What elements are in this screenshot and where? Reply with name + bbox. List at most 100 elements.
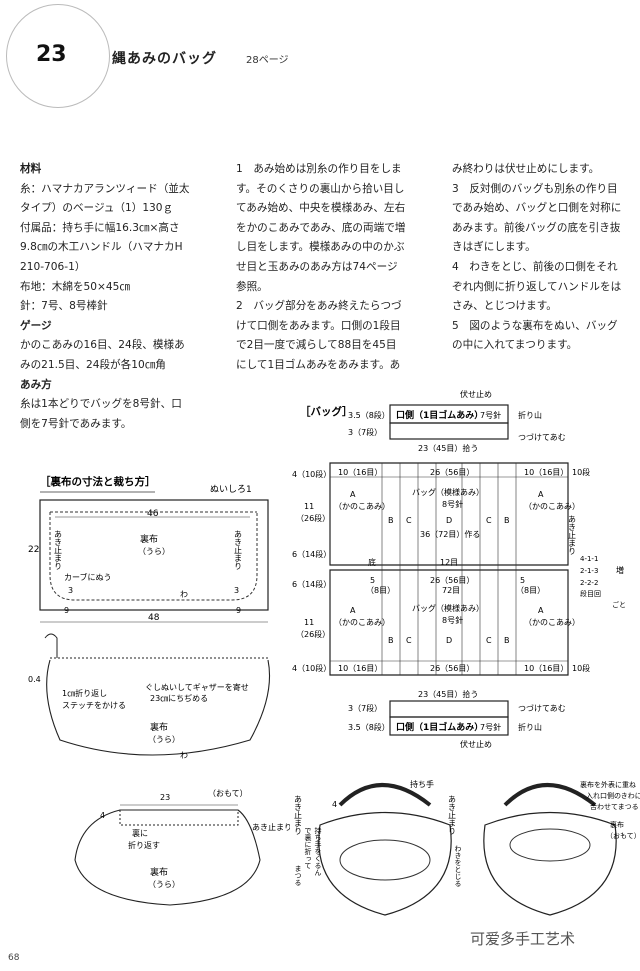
- n3-left: 3: [68, 586, 73, 595]
- instruction-line: 1 あみ始めは別糸の作り目をしま: [236, 163, 402, 175]
- materials-line: 9.8㎝の木工ハンドル（ハマナカH: [20, 241, 183, 254]
- c-bot-2: C: [486, 636, 492, 645]
- materials-line: 糸：ハマナカアランツィード（並太: [20, 182, 190, 195]
- width-48: 48: [148, 613, 160, 623]
- dan10-b: 10段: [572, 663, 590, 673]
- kanoko-left-top: （かのこあみ）: [334, 502, 390, 511]
- ura-label-2: 入れ口側のきわに: [586, 791, 640, 800]
- needle8-top: 8号針: [442, 499, 463, 509]
- mochi-text-4: まつる: [294, 865, 302, 886]
- d-top: D: [446, 516, 452, 525]
- oriyama-top: 折り山: [518, 410, 542, 420]
- height-22: 22: [28, 545, 39, 555]
- lining-label-2: 裏布: [150, 721, 168, 733]
- fold-label-2: ステッチをかける: [62, 701, 126, 710]
- ura-label-4: 裏布: [610, 820, 624, 829]
- instruction-line: 参照。: [236, 280, 268, 293]
- instruction-line: にして1目ゴムあみをあみます。あ: [236, 358, 401, 371]
- kanoko-left-bot: （かのこあみ）: [334, 618, 390, 627]
- inc2: 2-1-3: [580, 567, 598, 575]
- materials-line: かのこあみの16目、24段、模様あ: [20, 339, 185, 352]
- ura-label-3: 合わせてまつる: [590, 802, 639, 811]
- instruction-line: をかのこあみであみ、底の両端で増: [236, 221, 406, 234]
- wa-label-2: わ: [180, 751, 188, 760]
- h3-top: 3（7段）: [348, 427, 382, 437]
- w36: 36（72目）作る: [420, 529, 480, 539]
- lining-omote: （おもて）: [208, 789, 248, 798]
- akidomari-bag: あき止まり: [568, 515, 577, 555]
- n9-left: 9: [64, 606, 69, 615]
- b-bot: B: [388, 636, 394, 645]
- b-top-2: B: [504, 516, 510, 525]
- aki-left: あき止まり: [294, 795, 303, 835]
- instruction-line: し目をします。模様あみの中のかぶ: [236, 241, 405, 254]
- instruction-line: 2 バッグ部分をあみ終えたらつづ: [236, 300, 402, 313]
- materials-line: ゲージ: [20, 319, 52, 332]
- aki-right: あき止まり: [448, 795, 457, 835]
- pattern-top: バッグ（模様あみ）: [412, 487, 484, 497]
- n8m-right: （8目）: [516, 586, 545, 595]
- lining-label-3: 裏布: [150, 866, 168, 878]
- kuchi-top: 口側（1目ゴムあみ）: [396, 409, 483, 421]
- tsuzukete-bot: つづけてあむ: [518, 704, 566, 713]
- page-reference: 28ページ: [246, 55, 289, 66]
- instruction-line: さみ、とじつけます。: [452, 300, 557, 313]
- w26-b: 26（56目）: [430, 576, 474, 585]
- gather-label-2: 23㎝にちぢめる: [150, 693, 208, 703]
- lining-ura: （うら）: [138, 547, 170, 556]
- materials-line: みの21.5目、24段が各10㎝角: [20, 358, 166, 371]
- materials-line: 210-706-1）: [20, 260, 86, 273]
- needle7-bot: 7号針: [480, 722, 501, 732]
- akidomari-finish: あき止まり: [252, 822, 290, 832]
- finished-bag-illustration: 持ち手 4 あき止まり あき止まり 持ち手をくるん で裏に折って まつる わきを…: [294, 779, 640, 916]
- b-top: B: [388, 516, 394, 525]
- bag-diagram: ［バッグ］ 伏せ止め 口側（1目ゴムあみ） 7号針 折り山 3.5（8段） 3（…: [292, 389, 626, 749]
- c-top-2: C: [486, 516, 492, 525]
- instruction-line: 4 わきをとじ、前後の口側をそれ: [452, 260, 618, 273]
- n4-label: 4: [100, 811, 105, 820]
- instruction-line: す。そのくさりの裏山から拾い目し: [236, 182, 405, 195]
- instruction-line: せ目と玉あみのあみ方は74ページ: [236, 260, 398, 273]
- pattern-bot: バッグ（模様あみ）: [412, 603, 484, 613]
- lining-label: 裏布: [140, 533, 158, 545]
- instruction-line: 5 図のような裏布をぬい、バッグ: [452, 319, 618, 332]
- fold-label-1: 1㎝折り返し: [62, 688, 107, 698]
- n4-finish: 4: [332, 800, 337, 809]
- h4-top: 4（10段）: [292, 469, 331, 479]
- width-46: 46: [147, 509, 159, 519]
- lining-fabric-outline: [39, 499, 269, 611]
- w26-a: 26（56目）: [430, 468, 474, 477]
- instruction-line: ぞれ内側に折り返してハンドルをは: [452, 280, 622, 293]
- a-left-top: A: [350, 490, 356, 499]
- h35-top: 3.5（8段）: [348, 410, 390, 420]
- ura-label-5: （おもて）: [606, 832, 640, 840]
- wa-label: わ: [180, 590, 188, 599]
- lining-title: ［裏布の寸法と裁ち方］: [40, 475, 156, 488]
- pattern-title: 縄あみのバッグ: [112, 51, 217, 67]
- kuchi-bot: 口側（1目ゴムあみ）: [396, 721, 483, 733]
- n3-right: 3: [234, 586, 239, 595]
- bag-title: ［バッグ］: [300, 405, 353, 418]
- w12: 12目: [440, 558, 458, 567]
- seam-allowance-label: ぬいしろ1: [210, 484, 252, 495]
- inc1: 4-1-1: [580, 555, 598, 563]
- title-circle: [6, 4, 110, 108]
- kanoko-right-top: （かのこあみ）: [524, 502, 580, 511]
- fuse-bot: 伏せ止め: [460, 739, 492, 749]
- instruction-line: あみます。前後バッグの底を引き抜: [452, 221, 621, 234]
- needle7-top: 7号針: [480, 410, 501, 420]
- instruction-line: で2目一度で減らして88目を45目: [236, 339, 397, 352]
- akidomari-left: あき止まり: [54, 530, 63, 570]
- curve-label: カーブにぬう: [64, 572, 112, 582]
- a-left-bot: A: [350, 606, 356, 615]
- instruction-line: きはぎにします。: [452, 241, 536, 254]
- inner-fold-2: 折り返す: [128, 840, 160, 850]
- lining-ura-3: （うら）: [148, 880, 180, 889]
- d-bot: D: [446, 636, 452, 645]
- c-top: C: [406, 516, 412, 525]
- materials-line: 布地：木綿を50×45㎝: [20, 280, 130, 293]
- dan10-a: 10段: [572, 467, 590, 477]
- h26-bot: （26段）: [296, 629, 330, 639]
- instruction-line: 3 反対側のバッグも別糸の作り目: [452, 182, 618, 195]
